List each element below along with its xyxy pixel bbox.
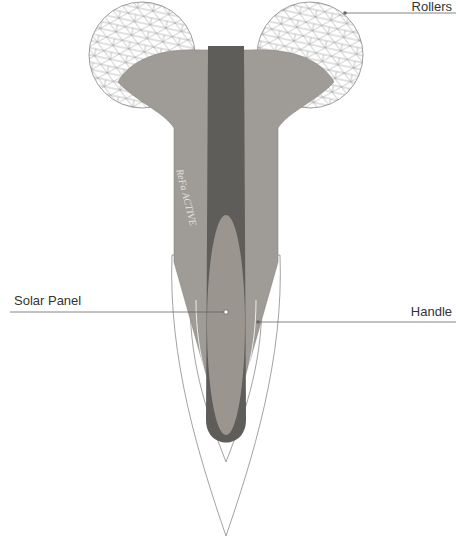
- leader-line: [258, 322, 456, 323]
- leader-line: [10, 312, 226, 313]
- center-stripe: [206, 46, 246, 443]
- solar-panel: [207, 215, 245, 435]
- leader-dot: [343, 11, 347, 15]
- part-label: Rollers: [412, 0, 452, 13]
- leader-dot: [256, 320, 260, 324]
- part-label: Solar Panel: [14, 294, 81, 307]
- part-label: Handle: [411, 305, 452, 318]
- leader-dot: [224, 310, 228, 314]
